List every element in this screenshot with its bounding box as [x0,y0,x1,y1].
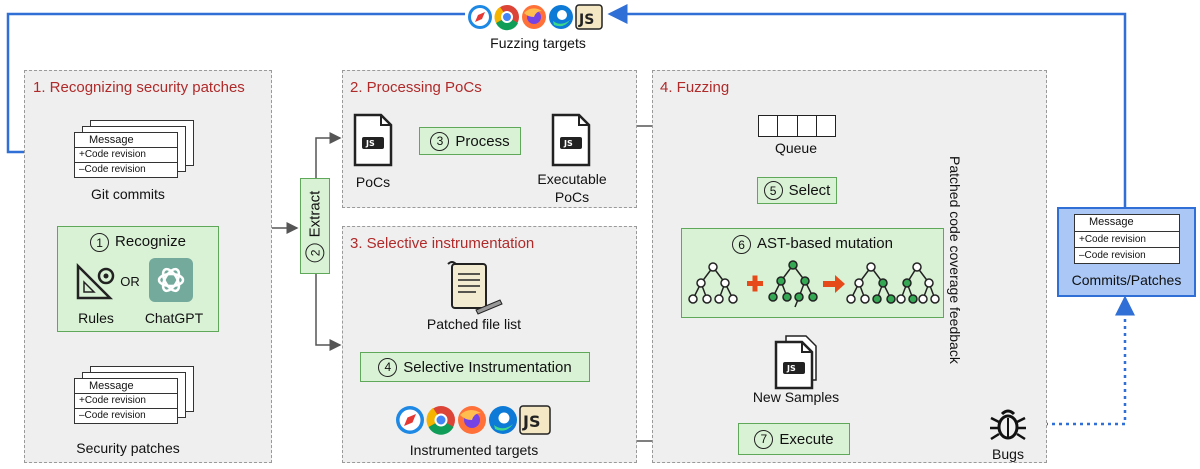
ast-mutation-label: AST-based mutation [757,235,893,252]
safari-icon [396,406,424,434]
safari-icon [468,5,492,29]
rules-label: Rules [78,310,114,326]
panel2-title: 2. Processing PoCs [350,79,482,96]
bugs-label: Bugs [992,446,1024,462]
instrumented-targets-icons: JS [396,405,551,435]
panel3-title: 3. Selective instrumentation [350,235,535,252]
executable-js-file-icon: JS [551,113,591,167]
svg-text:JS: JS [522,412,540,431]
patch-card: Message +Code revision –Code revision [74,378,178,424]
openai-icon [149,258,193,302]
svg-text:JS: JS [578,12,594,28]
firefox-icon [458,406,486,434]
svg-text:JS: JS [365,139,375,148]
select-label: Select [788,182,831,199]
svg-text:JS: JS [563,139,573,148]
queue-icon [758,115,836,137]
or-label: OR [120,274,140,289]
commits-patches-card: Message +Code revision –Code revision [1074,214,1180,264]
security-patches-stack: Message +Code revision –Code revision [74,366,194,424]
browser-icons: JS [468,4,603,31]
bug-icon [990,409,1026,441]
js-engine-icon: JS [575,4,603,30]
chrome-icon [426,406,455,435]
right-arrow [823,275,845,293]
svg-text:JS: JS [786,364,796,373]
pocs-label: PoCs [355,174,391,190]
new-samples-js-file-icon: JS [774,335,817,390]
file-list-icon [447,261,503,315]
extract-label: Extract [306,190,324,237]
coverage-feedback-label: Patched code coverage feedback [947,156,963,364]
rules-icon [76,262,115,300]
extract-box: 2 Extract [300,178,330,274]
selective-instrumentation-box: 4 Selective Instrumentation [360,352,590,382]
js-engine-icon: JS [519,405,551,435]
js-file-icon: JS [353,113,393,167]
git-commits-label: Git commits [91,186,165,202]
selective-instrumentation-label: Selective Instrumentation [403,358,572,376]
select-box: 5 Select [757,177,837,204]
git-commits-stack: Message +Code revision –Code revision [74,120,194,178]
queue-label: Queue [774,140,818,156]
fuzzing-targets-icons: JS [466,3,608,31]
edge-icon [549,5,573,29]
panel4-title: 4. Fuzzing [660,79,730,96]
edge-icon [489,406,517,434]
chrome-icon [494,5,519,31]
firefox-icon [522,5,546,29]
security-patches-label: Security patches [76,440,180,456]
process-box: 3 Process [419,127,521,155]
chatgpt-label: ChatGPT [144,310,204,326]
execute-label: Execute [779,430,834,448]
commit-card: Message +Code revision –Code revision [74,132,178,178]
new-samples-label: New Samples [752,389,840,405]
executable-pocs-label: Executable PoCs [537,171,607,205]
commits-patches-box: Message +Code revision –Code revision Co… [1057,207,1196,297]
instrumented-targets-label: Instrumented targets [409,442,539,458]
recognize-label: Recognize [115,233,186,250]
commits-patches-label: Commits/Patches [1071,272,1182,288]
fuzzing-targets-label: Fuzzing targets [490,35,586,51]
patched-file-list-label: Patched file list [426,316,522,332]
panel1-title: 1. Recognizing security patches [33,79,245,96]
ast-trees-illustration [688,260,940,308]
plus-sign [747,275,763,292]
execute-box: 7 Execute [738,423,850,455]
process-label: Process [455,132,510,150]
